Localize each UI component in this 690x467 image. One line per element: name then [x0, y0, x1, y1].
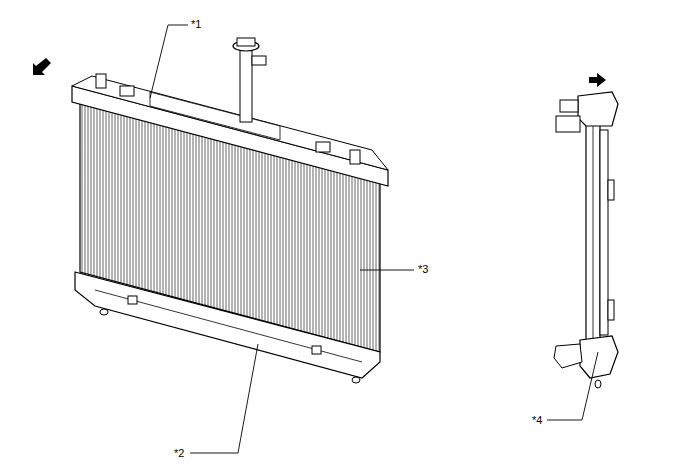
- direction-arrow: [589, 73, 606, 87]
- side-core: [586, 118, 600, 350]
- side-cap: [560, 100, 578, 112]
- lower-tank: [75, 272, 380, 378]
- callout-number: *3: [417, 263, 429, 276]
- radiator-cap: [237, 38, 255, 46]
- filler-neck: [240, 48, 252, 122]
- mount-pin: [352, 377, 360, 383]
- upper-tank-top: [72, 76, 388, 170]
- shroud-plate: [150, 92, 280, 140]
- leader-line: [150, 25, 188, 98]
- tank-edge: [95, 290, 362, 362]
- mount-bracket: [120, 86, 134, 96]
- side-pin: [595, 380, 601, 388]
- side-upper-tank: [578, 92, 618, 126]
- tank-clip: [128, 296, 137, 304]
- leader-line: [547, 352, 598, 420]
- tank-clip: [312, 346, 321, 354]
- upper-tank: [72, 86, 388, 186]
- direction-arrow: [33, 58, 51, 75]
- side-core-line: [593, 118, 594, 350]
- callout-number: *2: [173, 447, 185, 460]
- mount-pin: [100, 309, 108, 315]
- callout-number: *4: [531, 414, 543, 427]
- mount-bracket: [96, 74, 106, 88]
- callout-number: *1: [190, 18, 202, 31]
- filler-outlet: [252, 56, 266, 65]
- leader-line: [190, 344, 258, 453]
- leader-line: [360, 270, 414, 271]
- side-filler: [556, 116, 580, 132]
- side-bracket: [608, 180, 614, 200]
- side-bracket: [608, 300, 614, 320]
- side-lower-tank: [580, 336, 618, 378]
- mount-bracket: [316, 142, 330, 152]
- side-shroud: [600, 130, 608, 335]
- side-outlet: [554, 344, 582, 368]
- mount-bracket: [350, 150, 360, 164]
